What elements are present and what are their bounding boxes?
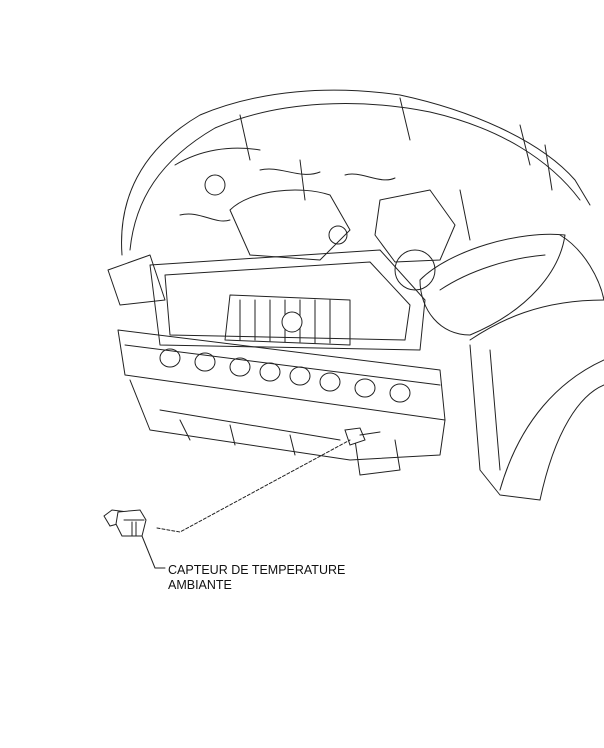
location-dashed-line: [156, 439, 351, 533]
engine-components: [179, 159, 471, 291]
radiator-support: [149, 249, 426, 351]
callout-line-2: AMBIANTE: [168, 578, 232, 592]
lower-frame: [129, 379, 446, 476]
sensor-callout-label: CAPTEUR DE TEMPERATURE AMBIANTE: [168, 563, 345, 593]
callout-line-1: CAPTEUR DE TEMPERATURE: [168, 563, 346, 577]
headlight-left: [107, 254, 166, 306]
bumper-reinforcement: [117, 329, 446, 421]
open-hood: [121, 89, 591, 256]
sensor-mounted: [344, 427, 381, 446]
ambient-temperature-sensor-icon: [103, 509, 147, 537]
headlight-right: [419, 233, 566, 336]
right-fender-and-wheel: [469, 234, 604, 501]
callout-leader-line: [141, 535, 166, 569]
